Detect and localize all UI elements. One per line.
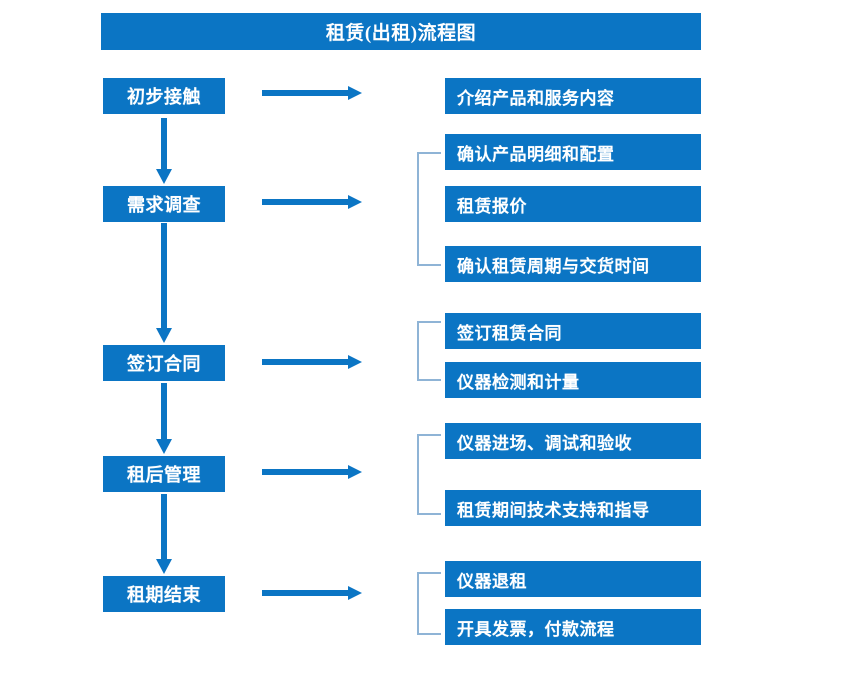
detail-label-3: 租赁报价 xyxy=(457,196,527,216)
detail-box-6[interactable]: 仪器检测和计量 xyxy=(445,362,701,398)
detail-label-7: 仪器进场、调试和验收 xyxy=(457,433,632,453)
detail-box-10[interactable]: 开具发票，付款流程 xyxy=(445,609,701,645)
detail-box-9[interactable]: 仪器退租 xyxy=(445,561,701,597)
detail-label-10: 开具发票，付款流程 xyxy=(457,619,615,639)
stage-label-4: 租后管理 xyxy=(127,465,201,485)
down-arrow-2-to-3 xyxy=(156,223,172,343)
right-arrow-stage-5 xyxy=(262,586,362,600)
group-bracket-stage-4 xyxy=(417,434,441,515)
detail-label-5: 签订租赁合同 xyxy=(457,323,562,343)
group-bracket-stage-5 xyxy=(417,572,441,635)
detail-box-3[interactable]: 租赁报价 xyxy=(445,186,701,222)
stage-box-1[interactable]: 初步接触 xyxy=(103,78,225,114)
group-bracket-stage-2 xyxy=(417,152,441,266)
down-arrow-1-to-2 xyxy=(156,118,172,184)
right-arrow-stage-3 xyxy=(262,355,362,369)
group-bracket-stage-3 xyxy=(417,321,441,381)
detail-box-5[interactable]: 签订租赁合同 xyxy=(445,313,701,349)
detail-box-2[interactable]: 确认产品明细和配置 xyxy=(445,134,701,170)
detail-label-2: 确认产品明细和配置 xyxy=(457,144,615,164)
right-arrow-stage-4 xyxy=(262,465,362,479)
detail-label-4: 确认租赁周期与交货时间 xyxy=(457,256,650,276)
stage-box-3[interactable]: 签订合同 xyxy=(103,345,225,381)
stage-box-2[interactable]: 需求调查 xyxy=(103,186,225,222)
right-arrow-stage-2 xyxy=(262,195,362,209)
diagram-title-bar: 租赁(出租)流程图 xyxy=(101,13,701,50)
stage-label-3: 签订合同 xyxy=(127,354,201,374)
detail-box-8[interactable]: 租赁期间技术支持和指导 xyxy=(445,490,701,526)
page-title: 租赁(出租)流程图 xyxy=(325,23,477,44)
stage-label-2: 需求调查 xyxy=(127,195,201,215)
stage-box-5[interactable]: 租期结束 xyxy=(103,576,225,612)
stage-box-4[interactable]: 租后管理 xyxy=(103,456,225,492)
down-arrow-4-to-5 xyxy=(156,494,172,574)
stage-label-5: 租期结束 xyxy=(127,585,201,605)
detail-box-7[interactable]: 仪器进场、调试和验收 xyxy=(445,423,701,459)
detail-box-1[interactable]: 介绍产品和服务内容 xyxy=(445,78,701,114)
down-arrow-3-to-4 xyxy=(156,383,172,454)
detail-label-8: 租赁期间技术支持和指导 xyxy=(457,500,650,520)
right-arrow-stage-1 xyxy=(262,86,362,100)
detail-label-9: 仪器退租 xyxy=(457,571,527,591)
detail-box-4[interactable]: 确认租赁周期与交货时间 xyxy=(445,246,701,282)
detail-label-1: 介绍产品和服务内容 xyxy=(457,88,615,108)
detail-label-6: 仪器检测和计量 xyxy=(457,372,580,392)
stage-label-1: 初步接触 xyxy=(127,87,201,107)
